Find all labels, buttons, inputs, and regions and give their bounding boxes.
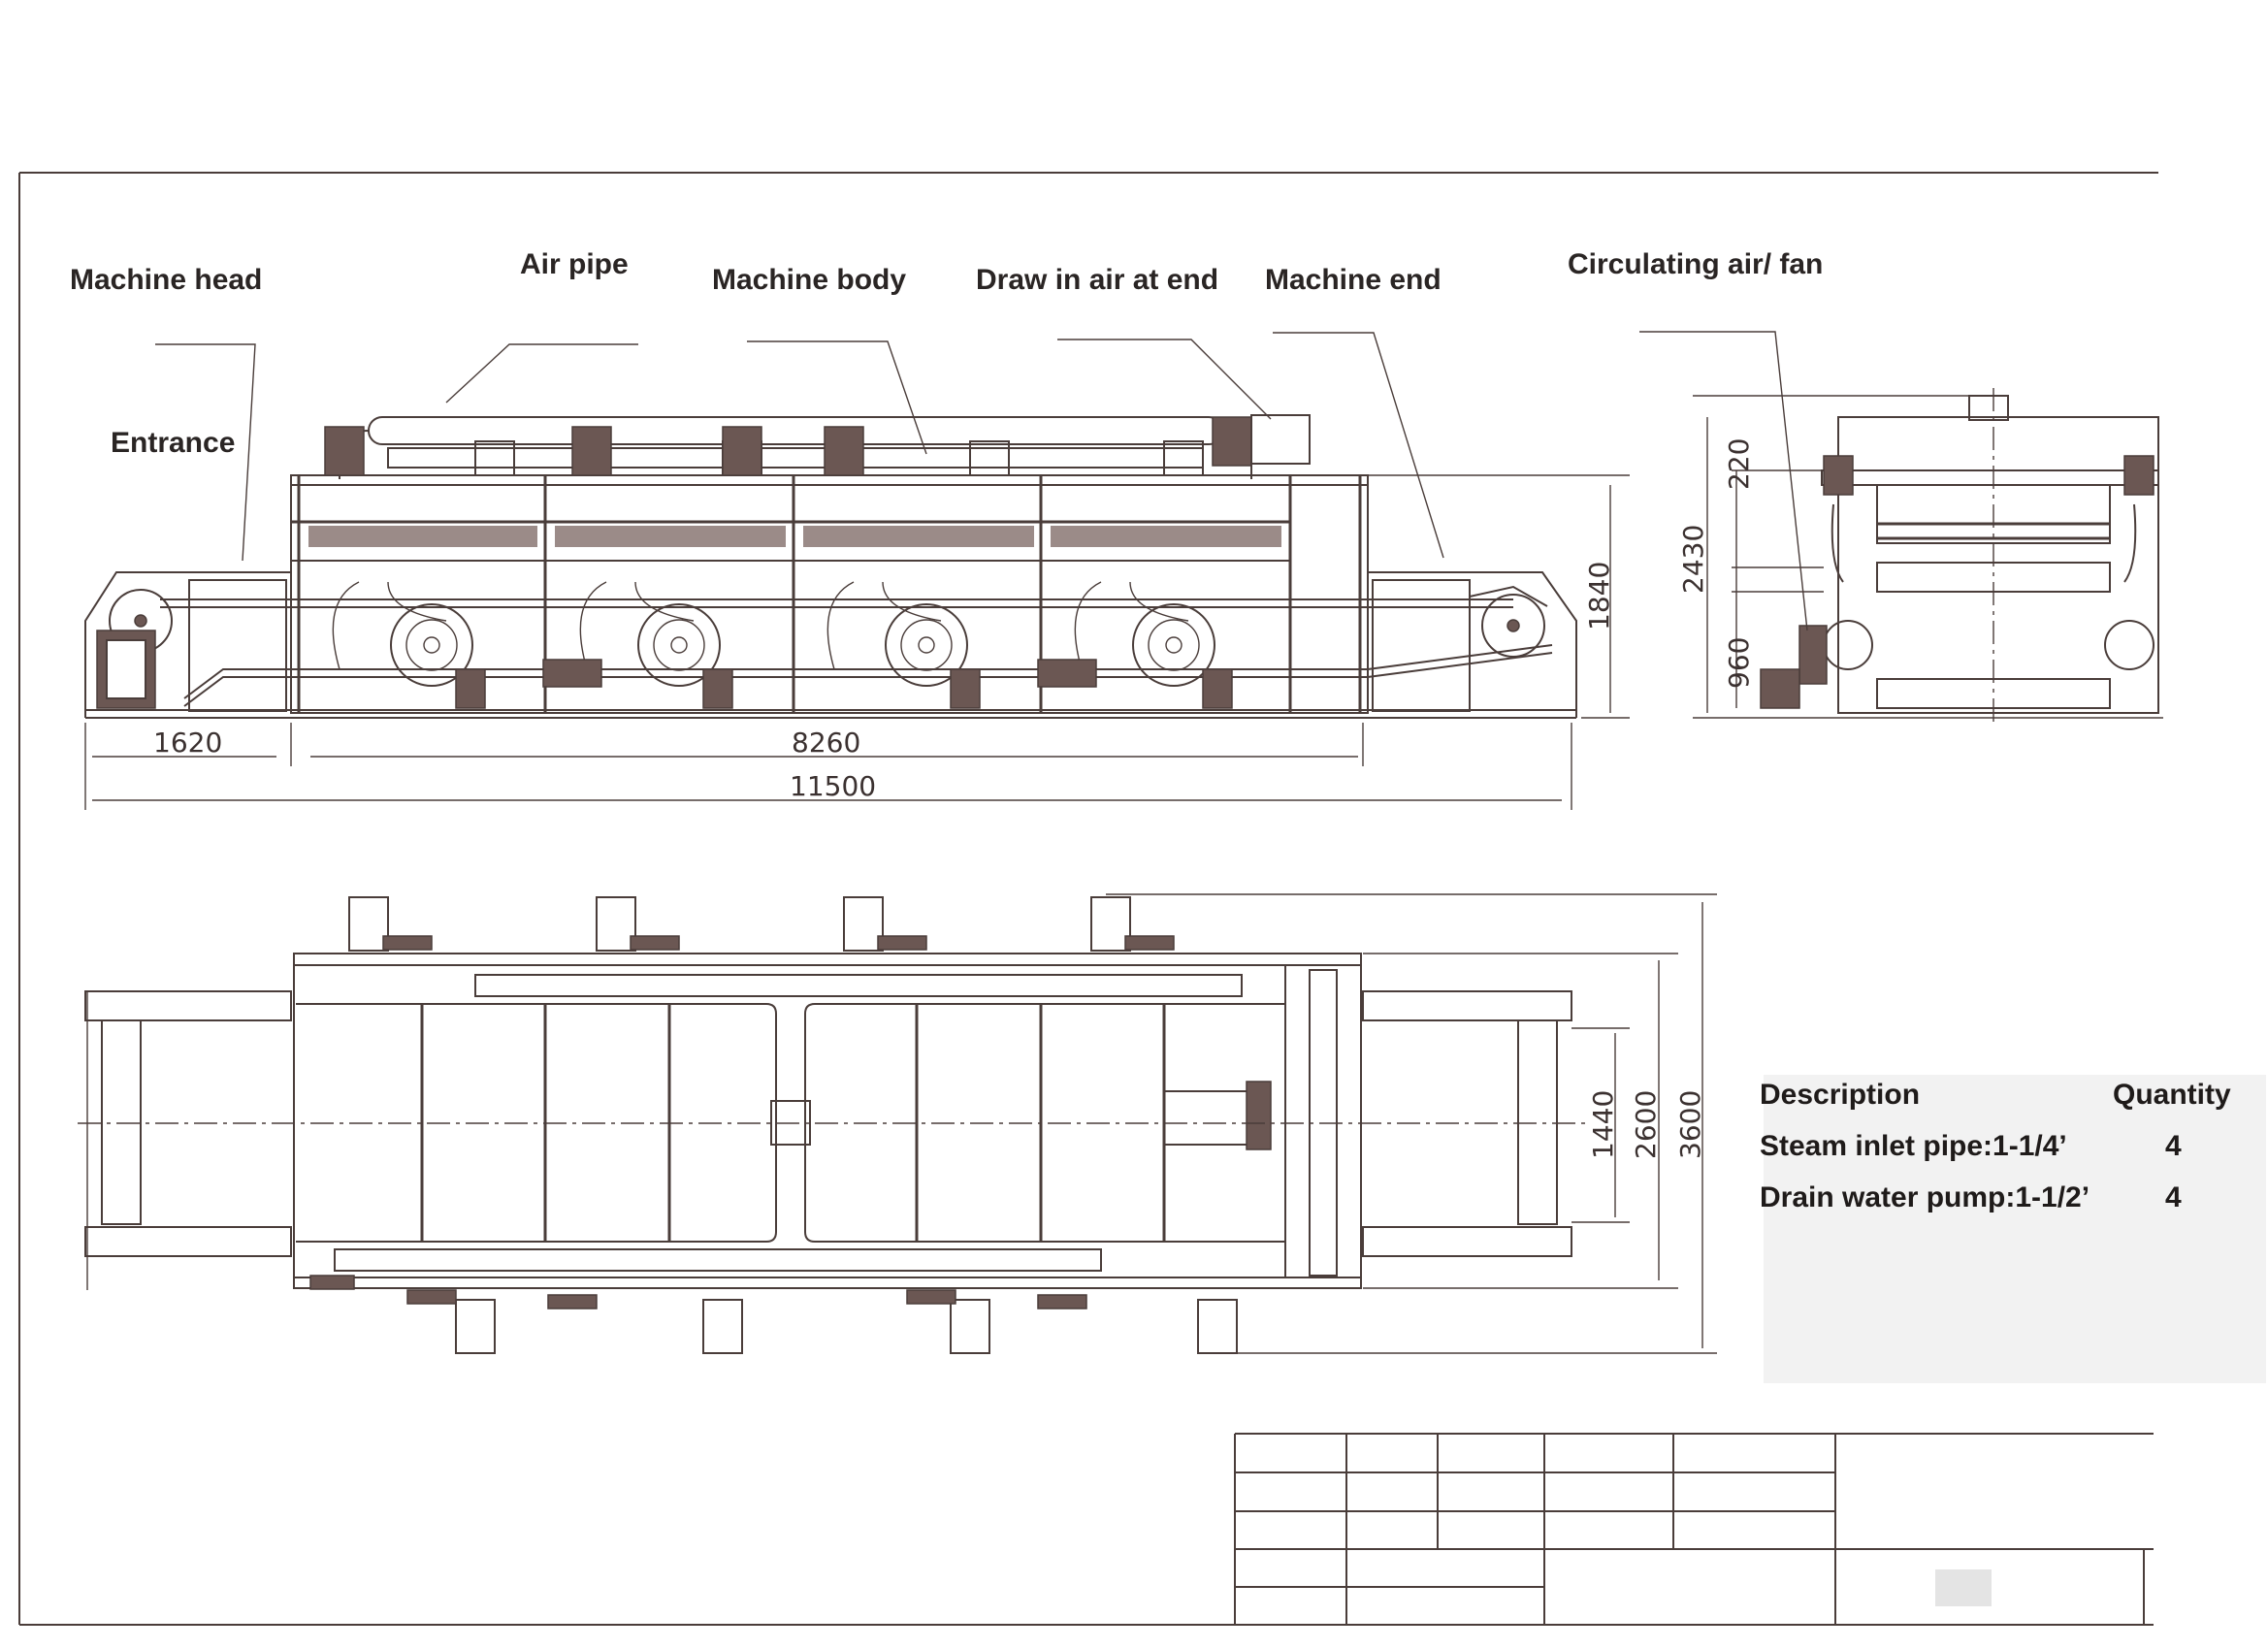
label-machine-body: Machine body (712, 264, 906, 296)
dim-total-length: 11500 (790, 770, 876, 802)
dim-end-lower: 960 (1723, 637, 1755, 689)
dim-plan-mid-width: 2600 (1630, 1090, 1662, 1159)
fan-1 (332, 581, 473, 687)
dim-plan-total-width: 3600 (1674, 1090, 1706, 1159)
plan-fans-top (348, 896, 1175, 952)
dim-body-length: 8260 (792, 727, 860, 759)
plan-fans-bottom (309, 1275, 1238, 1354)
side-view: 1620 8260 11500 1840 (84, 414, 1630, 810)
drawing-border (18, 172, 2158, 1626)
parts-table-panel (1764, 1075, 2266, 1383)
end-sprocket (1469, 585, 1548, 658)
dim-end-upper: 220 (1723, 438, 1755, 490)
dim-height: 1840 (1583, 562, 1615, 630)
label-entrance: Entrance (111, 427, 235, 459)
side-dimensions (84, 474, 1630, 810)
plan-view: 1440 2600 3600 (78, 893, 1717, 1354)
table-header-quantity: Quantity (2113, 1079, 2231, 1111)
plan-dimensions (1106, 893, 1717, 1354)
label-machine-end: Machine end (1265, 264, 1442, 296)
parts-table: Description Quantity Steam inlet pipe:1-… (1760, 1075, 2266, 1383)
top-blowers (324, 414, 1311, 476)
dim-head-length: 1620 (153, 727, 222, 759)
dim-plan-inner-width: 1440 (1587, 1090, 1619, 1159)
head-sprocket (96, 589, 173, 709)
dim-end-total-height: 2430 (1677, 525, 1709, 594)
table-row-1-description: Steam inlet pipe:1-1/4’ (1760, 1130, 2067, 1162)
fan-4 (1074, 581, 1215, 687)
leader-lines (155, 331, 1808, 631)
end-view (1693, 388, 2163, 728)
label-circulating-air: Circulating air/ fan (1568, 248, 1823, 280)
air-pipe (339, 416, 1252, 479)
table-row-1-quantity: 4 (2165, 1130, 2182, 1162)
title-block (1234, 1433, 2154, 1625)
table-header-description: Description (1760, 1079, 1920, 1111)
fan-3 (826, 581, 968, 687)
table-row-2-description: Drain water pump:1-1/2’ (1760, 1181, 2090, 1213)
table-row-2-quantity: 4 (2165, 1181, 2182, 1213)
label-machine-head: Machine head (70, 264, 262, 296)
label-air-pipe: Air pipe (520, 248, 629, 280)
label-draw-in-air: Draw in air at end (976, 264, 1218, 296)
fan-2 (579, 581, 721, 687)
